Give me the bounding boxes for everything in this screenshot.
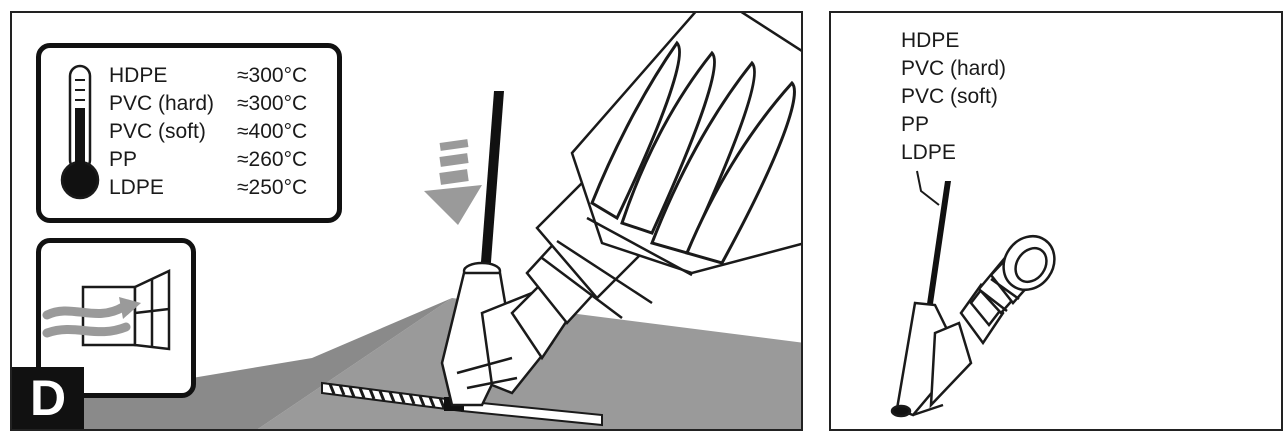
temperature-table: HDPE PVC (hard) PVC (soft) PP LDPE ≈300°… xyxy=(36,43,342,223)
thermometer-icon xyxy=(62,66,98,198)
leader-line xyxy=(917,171,939,205)
rod-nozzle-illustration: HDPE PVC (hard) PVC (soft) PP LDPE xyxy=(831,13,1283,431)
material-pp: PP xyxy=(109,148,137,171)
label-ldpe: LDPE xyxy=(901,141,956,164)
temperature-pvc-soft: ≈400°C xyxy=(237,120,307,143)
label-pvc-soft: PVC (soft) xyxy=(901,85,998,108)
temperature-table-graphic: HDPE PVC (hard) PVC (soft) PP LDPE ≈300°… xyxy=(41,48,337,218)
panel-rod-nozzle: HDPE PVC (hard) PVC (soft) PP LDPE xyxy=(829,11,1283,431)
temperature-pvc-hard: ≈300°C xyxy=(237,92,307,115)
label-hdpe: HDPE xyxy=(901,29,959,52)
welding-nozzle-icon xyxy=(892,303,971,416)
heat-gun-icon xyxy=(512,13,803,358)
panel-welding-scene: HDPE PVC (hard) PVC (soft) PP LDPE ≈300°… xyxy=(10,11,803,431)
material-pvc-soft: PVC (soft) xyxy=(109,120,206,143)
material-pvc-hard: PVC (hard) xyxy=(109,92,214,115)
heat-gun-nozzle-icon xyxy=(961,226,1065,343)
step-label-badge: D xyxy=(12,367,84,429)
welding-rod-icon xyxy=(480,91,504,275)
down-arrow-icon xyxy=(424,139,482,225)
label-pvc-hard: PVC (hard) xyxy=(901,57,1006,80)
label-pp: PP xyxy=(901,113,929,136)
material-ldpe: LDPE xyxy=(109,176,164,199)
material-hdpe: HDPE xyxy=(109,64,167,87)
temperature-hdpe: ≈300°C xyxy=(237,64,307,87)
temperature-ldpe: ≈250°C xyxy=(237,176,307,199)
temperature-pp: ≈260°C xyxy=(237,148,307,171)
